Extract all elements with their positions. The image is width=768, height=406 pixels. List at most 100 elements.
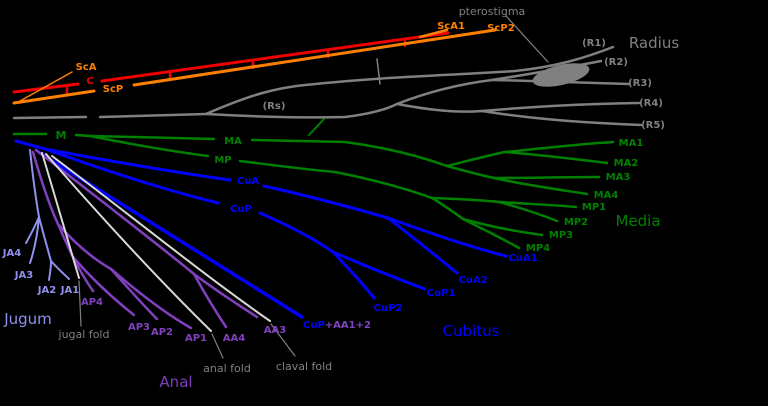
ja3-label: JA3 xyxy=(14,270,33,281)
media-mp1-vein xyxy=(497,200,578,209)
scA1-label: ScA1 xyxy=(437,21,465,32)
cubitus-cuA-vein xyxy=(43,147,390,220)
ja2-label: JA2 xyxy=(37,285,56,296)
radius-r4-vein xyxy=(480,101,641,113)
radius-r45-vein xyxy=(395,102,484,113)
media-ma-vein xyxy=(88,134,449,168)
jugum-ja1-vein xyxy=(50,260,70,280)
radius-r5-vein xyxy=(480,109,643,127)
anal-ap1-vein xyxy=(109,267,193,330)
costa-label: C xyxy=(86,76,93,87)
ja4-label: JA4 xyxy=(2,248,21,259)
radius-title: Radius xyxy=(629,34,679,52)
cubitus-cuA1-vein xyxy=(386,216,508,258)
media-ma3-vein xyxy=(492,175,601,180)
jugum-ja12-vein xyxy=(38,216,52,262)
media-stem-label: M xyxy=(56,129,67,142)
claval-fold-pointer-line xyxy=(270,323,296,357)
ma2-label: MA2 xyxy=(614,158,639,169)
jugal-fold-line xyxy=(41,152,80,279)
radius-ra-vein xyxy=(204,45,615,116)
scP2-label: ScP2 xyxy=(487,23,514,34)
pterostigma-label: pterostigma xyxy=(459,5,526,18)
claval-fold-line xyxy=(51,155,271,322)
cuP2-label: CuP2 xyxy=(374,303,403,314)
ap3-label: AP3 xyxy=(128,322,150,333)
rs-label: (Rs) xyxy=(263,101,286,112)
anal-fold-label: anal fold xyxy=(203,362,251,375)
jugum-ja2-vein xyxy=(48,260,52,281)
pterostigma-pointer-line xyxy=(505,15,549,63)
media-stem-vein xyxy=(12,132,92,138)
media-ma1-vein xyxy=(503,140,615,154)
r1-label: (R1) xyxy=(582,38,606,49)
media-mp3-vein xyxy=(461,217,544,237)
cuP-label: CuP xyxy=(230,204,252,215)
mp1-label: MP1 xyxy=(582,202,606,213)
r5-label: (R5) xyxy=(641,120,665,131)
media-ma12-vein xyxy=(445,150,507,168)
media-mp12-vein xyxy=(430,196,501,204)
anal-fold-line xyxy=(45,153,212,332)
radius-veins xyxy=(12,15,643,127)
ap2-label: AP2 xyxy=(151,327,173,338)
scP-label: ScP xyxy=(103,84,123,95)
media-arculus-vein xyxy=(308,118,325,136)
mp3-label: MP3 xyxy=(549,230,573,241)
anal-fold-pointer-line xyxy=(211,333,224,359)
costa-veins xyxy=(12,31,450,97)
cuA2-label: CuA2 xyxy=(458,275,487,286)
media-mp34-vein xyxy=(430,196,465,221)
media-ma4-vein xyxy=(492,176,589,196)
anal-aa4-vein xyxy=(192,272,228,329)
ma1-label: MA1 xyxy=(619,138,644,149)
r3-label: (R3) xyxy=(628,78,652,89)
ma4-label: MA4 xyxy=(594,190,619,201)
ma-label: MA xyxy=(224,136,242,147)
anal-ap12-vein xyxy=(56,222,113,271)
jugum-veins xyxy=(25,149,70,281)
mp2-label: MP2 xyxy=(564,217,588,228)
anal-ap3-vein xyxy=(71,255,136,317)
subcosta-scP-vein xyxy=(12,28,497,105)
aa3-label: AA3 xyxy=(264,325,286,336)
radius-stem-vein xyxy=(12,112,208,120)
ma3-label: MA3 xyxy=(606,172,631,183)
cuA-label: CuA xyxy=(237,176,259,187)
fold-lines xyxy=(41,152,296,359)
media-title: Media xyxy=(615,212,660,230)
anal-aa3-vein xyxy=(192,272,259,319)
jugum-stem-vein xyxy=(29,149,40,218)
radius-rs-vein xyxy=(204,102,399,119)
media-ma2-vein xyxy=(503,150,609,165)
cubitus-cuA2-vein xyxy=(386,216,459,275)
radius-r23-vein xyxy=(395,78,494,106)
ap4-label: AP4 xyxy=(81,297,103,308)
cuP1-label: CuP1 xyxy=(427,288,456,299)
radial-crossvein xyxy=(376,58,381,85)
media-mp-vein xyxy=(88,134,434,200)
aa4-label: AA4 xyxy=(223,333,245,344)
costal-crossvein-ticks xyxy=(65,39,407,97)
subcosta-veins xyxy=(12,28,497,105)
cubitus-cuP1-vein xyxy=(331,250,427,291)
r2-label: (R2) xyxy=(604,57,628,68)
vein-labels: ScA C ScP ScA1 ScP2 pterostigma (Rs) Rad… xyxy=(2,5,680,391)
anal-ap-stem-vein xyxy=(31,150,60,226)
media-mp2-vein xyxy=(497,200,559,223)
cubitus-title: Cubitus xyxy=(443,322,500,340)
mp4-label: MP4 xyxy=(526,243,550,254)
cubitus-cuP-vein xyxy=(43,147,335,254)
anal-title: Anal xyxy=(159,373,192,391)
jugal-fold-label: jugal fold xyxy=(58,328,110,341)
r4-label: (R4) xyxy=(639,98,663,109)
ap1-label: AP1 xyxy=(185,333,207,344)
cup-fused-part: CuP xyxy=(303,320,325,331)
pterostigma-spot xyxy=(532,63,590,87)
cup-aa12-fused-label: CuP+AA1+2 xyxy=(303,320,371,331)
jugum-ja3-vein xyxy=(29,216,40,264)
claval-fold-label: claval fold xyxy=(276,360,332,373)
ja1-label: JA1 xyxy=(60,285,79,296)
